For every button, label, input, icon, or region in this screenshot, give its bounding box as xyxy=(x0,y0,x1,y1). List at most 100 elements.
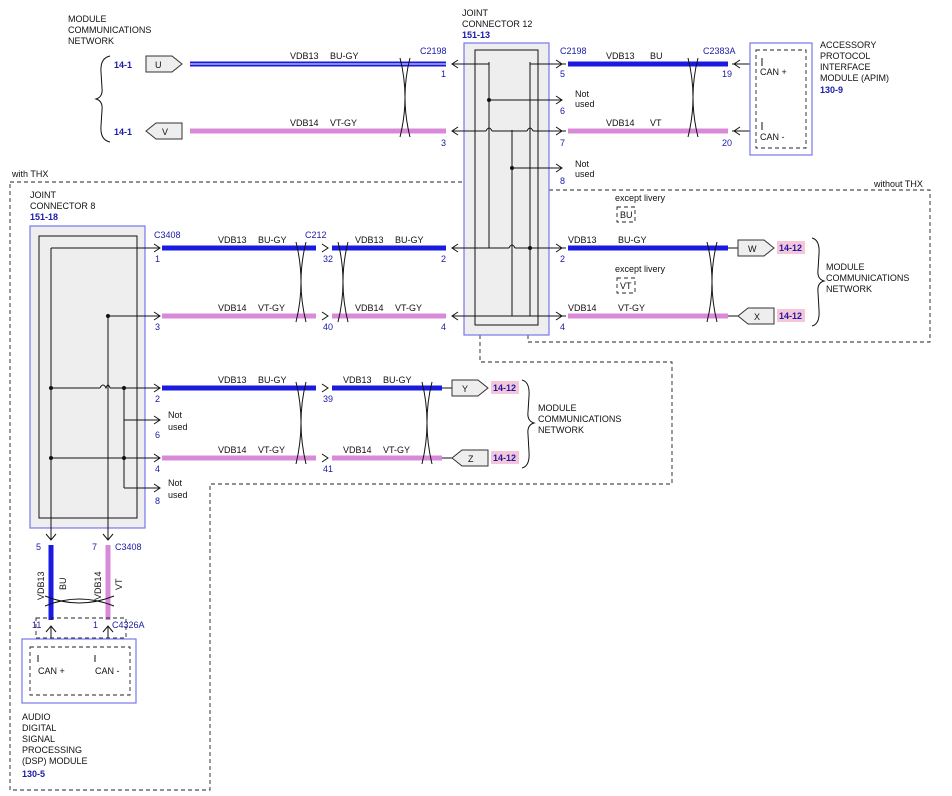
connector-c3408-top: C3408 xyxy=(154,230,181,240)
wire-label: VDB14 xyxy=(343,445,372,455)
jc8-inner xyxy=(38,235,138,519)
wire-color-label: BU-GY xyxy=(258,235,287,245)
pin-label: 2 xyxy=(560,254,565,264)
twisted-pair-mark xyxy=(399,57,411,138)
arrow-y: Y xyxy=(442,379,489,397)
wire-color-label: BU xyxy=(58,577,68,590)
pin-label: 32 xyxy=(323,254,333,264)
wire-label: VDB14 xyxy=(218,445,247,455)
svg-text:PROCESSING: PROCESSING xyxy=(22,745,82,755)
connector-chevron xyxy=(733,126,741,136)
wire-label: VDB13 xyxy=(36,571,46,600)
svg-text:MODULE (APIM): MODULE (APIM) xyxy=(820,73,889,83)
svg-text:CONNECTOR 12: CONNECTOR 12 xyxy=(462,19,532,29)
connector-c2383a: C2383A xyxy=(703,46,736,56)
wire-color-label: VT-GY xyxy=(258,445,285,455)
svg-text:130-9: 130-9 xyxy=(820,85,843,95)
without-thx-label: without THX xyxy=(873,179,923,189)
ref-14-12-z: 14-12 xyxy=(493,453,516,463)
ref-pill xyxy=(777,309,805,322)
wire-color-label: VT-GY xyxy=(330,118,357,128)
dsp-label: AUDIO DIGITAL SIGNAL PROCESSING (DSP) MO… xyxy=(22,712,88,779)
pin-label: 8 xyxy=(560,176,565,186)
apim-can-plus: CAN + xyxy=(760,67,787,77)
svg-text:COMMUNICATIONS: COMMUNICATIONS xyxy=(68,25,151,35)
ref-14-12-w: 14-12 xyxy=(779,243,802,253)
arrow-v: V xyxy=(145,122,183,140)
twisted-pair-mark xyxy=(687,57,699,138)
wire-color-label: VT-GY xyxy=(383,445,410,455)
twisted-pair-mark xyxy=(295,241,307,323)
wire-color-label: VT-GY xyxy=(618,303,645,313)
pin-label: 3 xyxy=(441,138,446,148)
pin-label: 8 xyxy=(155,496,160,506)
svg-text:V: V xyxy=(162,127,168,137)
apim-label: ACCESSORY PROTOCOL INTERFACE MODULE (API… xyxy=(820,40,889,95)
wire-label: VDB13 xyxy=(218,375,247,385)
svg-text:U: U xyxy=(155,60,162,70)
apim-can-minus: CAN - xyxy=(760,132,785,142)
svg-text:INTERFACE: INTERFACE xyxy=(820,62,871,72)
connector-chevron xyxy=(555,126,563,136)
pin-label: 1 xyxy=(93,620,98,630)
not-used-label: used xyxy=(575,99,595,109)
svg-text:151-18: 151-18 xyxy=(30,212,58,222)
svg-text:COMMUNICATIONS: COMMUNICATIONS xyxy=(538,414,621,424)
pin-label: 6 xyxy=(155,430,160,440)
svg-text:X: X xyxy=(754,312,760,322)
connector-chevron xyxy=(555,59,563,69)
pin-label: 39 xyxy=(323,394,333,404)
twisted-pair-mark xyxy=(295,381,307,465)
jc8-label: JOINT CONNECTOR 8 151-18 xyxy=(30,190,95,222)
svg-text:JOINT: JOINT xyxy=(462,8,489,18)
not-used-label: Not xyxy=(168,478,183,488)
network-top-label: MODULE COMMUNICATIONS NETWORK xyxy=(68,14,151,46)
pin-label: 4 xyxy=(441,322,446,332)
pin-label: 19 xyxy=(722,69,732,79)
arrow-z: Z xyxy=(442,449,489,467)
ref-14-12-y: 14-12 xyxy=(493,383,516,393)
pin-label: 4 xyxy=(560,322,565,332)
wire-label: VDB14 xyxy=(568,303,597,313)
without-thx-region xyxy=(527,189,931,343)
wire-label: VDB13 xyxy=(568,235,597,245)
svg-text:JOINT: JOINT xyxy=(30,190,57,200)
pin-label: 2 xyxy=(441,254,446,264)
svg-text:(DSP) MODULE: (DSP) MODULE xyxy=(22,756,88,766)
not-used-label: Not xyxy=(168,410,183,420)
wire-color-label: BU xyxy=(650,51,663,61)
arrow-x: X xyxy=(728,307,775,325)
wire-color-label: BU-GY xyxy=(330,51,359,61)
twisted-pair-mark xyxy=(337,241,349,323)
wire-label: VDB13 xyxy=(343,375,372,385)
dsp-box xyxy=(21,638,137,704)
svg-text:DIGITAL: DIGITAL xyxy=(22,723,56,733)
wire-color-label: VT-GY xyxy=(395,303,422,313)
wire-label: VDB13 xyxy=(606,51,635,61)
connector-c2198-left: C2198 xyxy=(420,46,447,56)
wire-color-label: BU-GY xyxy=(383,375,412,385)
apim-box xyxy=(749,42,813,156)
wire-label: VDB14 xyxy=(290,118,319,128)
svg-text:MODULE: MODULE xyxy=(826,262,865,272)
arrow-w: W xyxy=(728,239,775,257)
wire-label: VDB14 xyxy=(93,571,103,600)
svg-text:151-13: 151-13 xyxy=(462,30,490,40)
connector-c2198-right: C2198 xyxy=(560,46,587,56)
svg-text:CONNECTOR 8: CONNECTOR 8 xyxy=(30,201,95,211)
wire-color-label: BU-GY xyxy=(395,235,424,245)
jc12-label: JOINT CONNECTOR 12 151-13 xyxy=(462,8,532,40)
svg-text:MODULE: MODULE xyxy=(68,14,107,24)
jc8-box xyxy=(29,225,146,529)
ref-14-1-b: 14-1 xyxy=(114,127,132,137)
dsp-can-plus: CAN + xyxy=(38,666,65,676)
svg-text:MODULE: MODULE xyxy=(538,403,577,413)
svg-text:PROTOCOL: PROTOCOL xyxy=(820,51,870,61)
not-used-label: used xyxy=(575,169,595,179)
ref-pill xyxy=(491,381,519,394)
pin-label: 11 xyxy=(32,620,41,630)
network-mid-label: MODULE COMMUNICATIONS NETWORK xyxy=(538,403,621,435)
pin-label: 3 xyxy=(155,322,160,332)
wire-label: VDB14 xyxy=(218,303,247,313)
